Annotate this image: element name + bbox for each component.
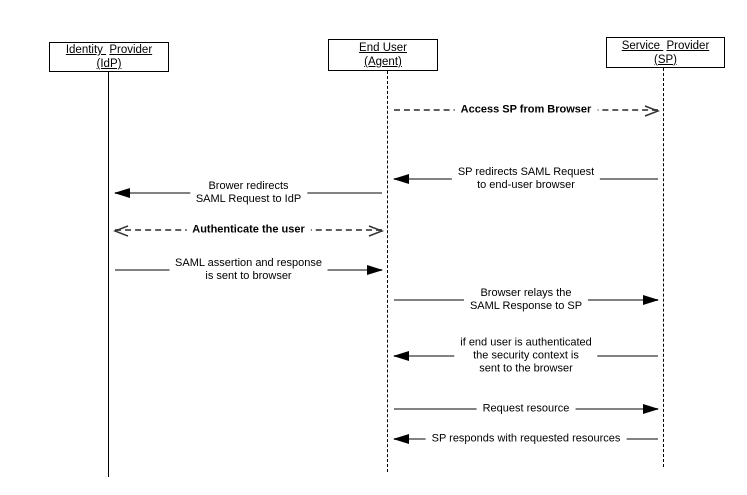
actor-subtitle: (SP) — [654, 53, 677, 67]
open-arrowhead-icon — [112, 224, 130, 237]
filled-arrowhead-icon — [393, 351, 409, 361]
message-label-line: the security context is — [473, 349, 579, 362]
actor-name: Service Provider — [622, 39, 710, 53]
message-label-line: SAML Request to IdP — [195, 193, 302, 205]
actor-name-segment: Identity — [65, 44, 107, 56]
message-label-line: Browser relays the — [480, 287, 572, 299]
message-label-line: Request resource — [482, 402, 570, 415]
actor-name-segment: Provider — [666, 39, 710, 52]
actor-name: End User — [359, 41, 407, 55]
actor-box-sp: Service Provider(SP) — [606, 37, 725, 68]
actor-name: Identity Provider — [66, 43, 152, 57]
filled-arrowhead-icon — [643, 295, 659, 305]
message-label-line: SAML Response to SP — [469, 300, 583, 312]
actor-subtitle-text: (IdP) — [96, 58, 122, 70]
open-arrowhead-icon — [367, 224, 385, 237]
filled-arrowhead-icon — [393, 434, 409, 444]
message-label-line: to end-user browser — [477, 179, 575, 191]
actor-subtitle: (Agent) — [364, 55, 402, 69]
actor-name-segment: Provider — [109, 44, 153, 56]
actor-subtitle-text: (Agent) — [364, 56, 402, 68]
actor-subtitle-text: (SP) — [654, 53, 677, 66]
message-label-line: Access SP from Browser — [460, 103, 592, 116]
filled-arrowhead-icon — [114, 188, 130, 198]
message-label-line: SP responds with requested resources — [431, 432, 621, 445]
filled-arrowhead-icon — [393, 174, 409, 184]
message-label-line: SP redirects SAML Request — [457, 166, 595, 178]
actor-box-enduser: End User (Agent) — [328, 39, 438, 71]
filled-arrowhead-icon — [643, 404, 659, 414]
message-label: Authenticate the user — [186, 223, 311, 237]
actor-subtitle: (IdP) — [97, 57, 122, 71]
message-label: Request resource — [476, 402, 576, 416]
lifeline-enduser — [387, 71, 388, 472]
message-label: Access SP from Browser — [454, 103, 598, 117]
lifeline-sp — [663, 68, 664, 467]
message-label-line: Brower redirects — [208, 180, 289, 192]
open-arrowhead-icon — [643, 104, 661, 117]
actor-name-segment: End User — [359, 42, 407, 54]
message-label: SP responds with requested resources — [425, 432, 627, 446]
message-label-line: sent to the browser — [479, 362, 573, 375]
actor-name-segment: Service — [621, 39, 664, 52]
message-label-line: Authenticate the user — [192, 223, 305, 236]
message-label-line: is sent to browser — [205, 270, 292, 282]
message-label-line: SAML assertion and response — [175, 257, 322, 269]
message-label-line: if end user is authenticated — [460, 336, 592, 349]
actor-box-idp: Identity Provider(IdP) — [49, 42, 169, 72]
filled-arrowhead-icon — [367, 265, 383, 275]
lifeline-idp — [108, 72, 109, 477]
